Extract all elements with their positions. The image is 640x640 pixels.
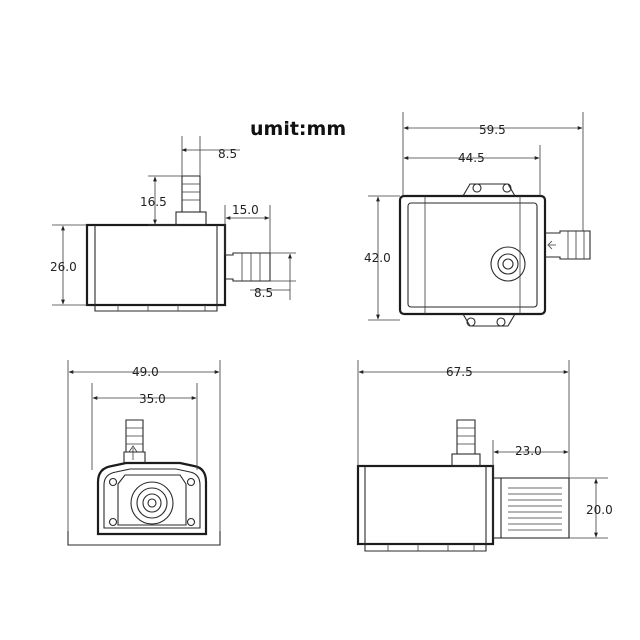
right-inlet-dia-label: 20.0 [586,503,613,517]
right-inlet-filter [492,477,570,539]
right-view: 67.5 23.0 20.0 [356,360,613,552]
top-mount-tab-top [462,183,516,197]
top-mount-tab-bottom [462,313,516,327]
right-outlet-nozzle [451,419,481,467]
right-view-body [356,464,495,546]
top-view-body [398,194,547,316]
front-screw [186,477,196,487]
top-side-nozzle [545,230,591,260]
right-overall-len-label: 67.5 [446,365,473,379]
top-view: 59.5 44.5 42.0 [364,112,591,327]
top-width-label: 42.0 [364,251,391,265]
side-inlet-dia-label: 8.5 [254,286,273,300]
top-center-port [490,246,526,282]
right-inlet-len-label: 23.0 [515,444,542,458]
front-view: 49.0 35.0 [67,360,221,546]
front-screw [108,517,118,527]
side-view-body [85,223,227,307]
side-inlet-len-label: 15.0 [232,203,259,217]
front-rotor [130,481,174,525]
side-outlet-len-label: 16.5 [140,195,167,209]
arrow-up-icon [128,445,138,460]
front-base-flange [67,531,221,546]
side-height-label: 26.0 [50,260,77,274]
side-outlet-dia-label: 8.5 [218,147,237,161]
top-body-len-label: 44.5 [458,151,485,165]
side-inlet-nozzle [225,252,271,282]
side-view: 8.5 16.5 15.0 26.0 8.5 [50,136,296,312]
unit-label: umit:mm [250,118,346,140]
front-screw [108,477,118,487]
front-view-body [96,461,208,536]
front-screw [186,517,196,527]
top-overall-len-label: 59.5 [479,123,506,137]
front-inner-width-label: 35.0 [139,392,166,406]
side-outlet-nozzle [175,175,207,226]
front-outlet-nozzle [123,419,146,463]
front-width-label: 49.0 [132,365,159,379]
